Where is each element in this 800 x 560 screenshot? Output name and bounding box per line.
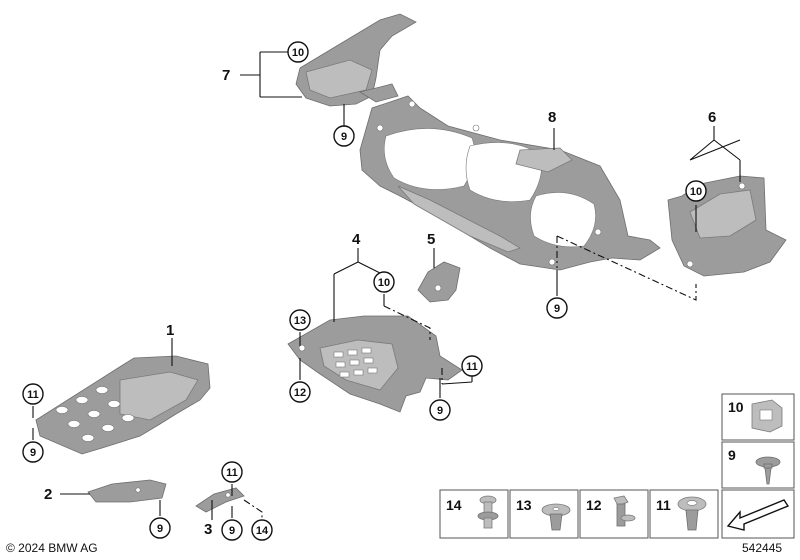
part-2-strip[interactable] (87, 479, 167, 503)
ring-callout-13: 13 (289, 309, 311, 331)
legend-label-14: 14 (446, 497, 462, 513)
shield-1-holes (55, 386, 135, 442)
ring-callout-9-part2: 9 (149, 517, 171, 539)
svg-text:9: 9 (554, 303, 560, 315)
part-3-bracket[interactable] (195, 487, 245, 513)
svg-text:9: 9 (341, 131, 347, 143)
leader-lines (32, 51, 741, 520)
part-4-panel[interactable] (287, 315, 463, 413)
svg-text:9: 9 (229, 525, 235, 537)
svg-text:9: 9 (437, 405, 443, 417)
legend-label-13: 13 (516, 497, 532, 513)
copyright-text: © 2024 BMW AG (6, 541, 98, 555)
screw-icon (755, 456, 781, 485)
ring-callout-11-center: 11 (461, 355, 483, 377)
legend-box-10[interactable]: 10 (721, 393, 795, 441)
legend-label-11: 11 (656, 497, 671, 513)
legend-box-11[interactable]: 11 (649, 489, 719, 539)
ring-callout-9-top: 9 (333, 125, 355, 147)
ring-callout-10-right: 10 (685, 180, 707, 202)
part-8-frame[interactable] (359, 95, 661, 271)
part-5-bracket[interactable] (417, 261, 461, 303)
callout-2: 2 (44, 486, 52, 503)
expanding-nut-icon (541, 503, 571, 531)
legend-label-12: 12 (586, 497, 602, 513)
push-clip-icon (677, 496, 707, 531)
svg-text:10: 10 (690, 186, 702, 198)
legend-box-9[interactable]: 9 (721, 441, 795, 489)
callout-7: 7 (222, 67, 230, 84)
legend-box-arrow (721, 489, 795, 539)
hex-bolt-icon (613, 495, 636, 527)
svg-text:11: 11 (226, 467, 238, 479)
svg-text:11: 11 (27, 389, 39, 401)
ring-callout-9-left: 9 (22, 441, 44, 463)
plastic-rivet-icon (477, 495, 499, 529)
callout-6: 6 (708, 109, 716, 126)
svg-text:9: 9 (157, 523, 163, 535)
part-7-bracket[interactable] (295, 13, 417, 107)
legend-box-13[interactable]: 13 (509, 489, 579, 539)
ring-callout-9-center: 9 (429, 399, 451, 421)
ring-callout-9-part3: 9 (221, 519, 243, 541)
callout-8: 8 (548, 109, 556, 126)
svg-text:14: 14 (256, 525, 269, 537)
legend-box-14[interactable]: 14 (439, 489, 509, 539)
ring-callout-12: 12 (289, 381, 311, 403)
callout-numbers: 1 2 3 4 5 6 7 8 (44, 67, 716, 538)
ring-callout-10-center: 10 (373, 271, 395, 293)
callout-4: 4 (352, 231, 361, 248)
ring-callout-11-left: 11 (22, 383, 44, 405)
svg-text:12: 12 (294, 387, 306, 399)
part-1-shield[interactable] (35, 355, 211, 455)
legend-label-10: 10 (728, 399, 744, 415)
svg-text:13: 13 (294, 315, 306, 327)
svg-text:11: 11 (466, 361, 478, 373)
callout-5: 5 (427, 231, 435, 248)
svg-text:9: 9 (30, 447, 36, 459)
svg-text:10: 10 (292, 47, 304, 59)
callout-1: 1 (166, 322, 174, 339)
ring-callout-10-top: 10 (287, 41, 309, 63)
ring-callout-9-mid: 9 (546, 297, 568, 319)
direction-arrow-icon (726, 499, 790, 531)
ring-callout-11-part3: 11 (221, 461, 243, 483)
legend-box-12[interactable]: 12 (579, 489, 649, 539)
panel-4-vents (333, 347, 378, 378)
diagram-number: 542445 (742, 541, 782, 555)
callout-3: 3 (204, 521, 212, 538)
svg-text:10: 10 (378, 277, 390, 289)
ring-callout-14-part3: 14 (251, 519, 273, 541)
legend-label-9: 9 (728, 447, 736, 463)
